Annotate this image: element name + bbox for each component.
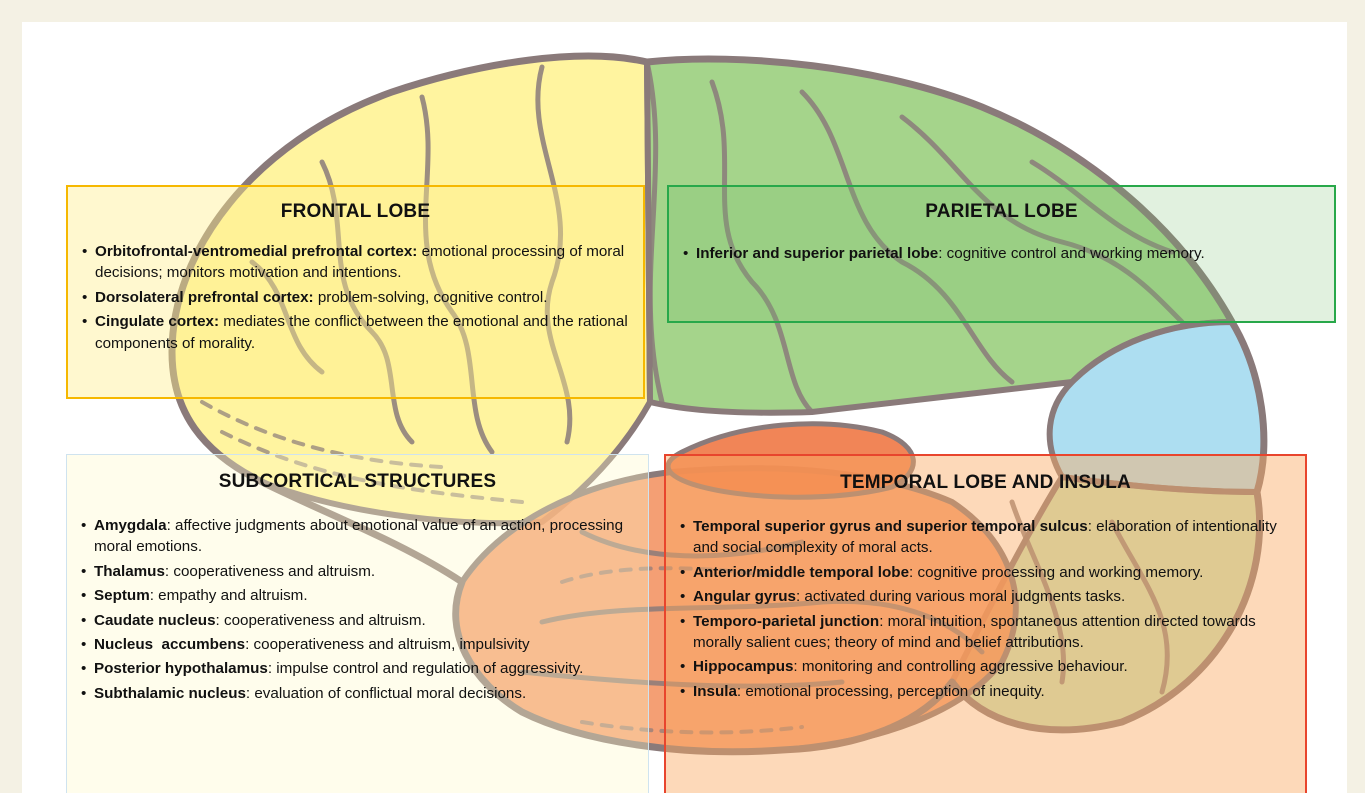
item-term: Caudate nucleus: [94, 611, 216, 629]
item-desc: : affective judgments about emotional va…: [94, 517, 624, 556]
diagram-canvas: FRONTAL LOBE Orbitofrontal-ventromedial …: [22, 22, 1347, 793]
list-item: Dorsolateral prefrontal cortex: problem-…: [80, 287, 631, 309]
subcortical-structures-box: SUBCORTICAL STRUCTURES Amygdala: affecti…: [66, 454, 649, 793]
item-desc: : cooperativeness and altruism, impulsiv…: [245, 636, 530, 654]
item-desc: : cooperativeness and altruism.: [215, 611, 426, 629]
list-item: Anterior/middle temporal lobe: cognitive…: [678, 562, 1293, 584]
item-desc: : elaboration of intentionality and soci…: [693, 518, 1277, 557]
list-item: Inferior and superior parietal lobe: cog…: [681, 243, 1322, 265]
item-desc: : empathy and altruism.: [149, 587, 308, 605]
list-item: Posterior hypothalamus: impulse control …: [79, 658, 636, 680]
item-term: Temporal superior gyrus and superior tem…: [693, 518, 1088, 535]
item-term: Inferior and superior parietal lobe: [696, 245, 939, 262]
item-term: Temporo-parietal junction: [693, 612, 880, 630]
item-desc: emotional processing of moral decisions;…: [95, 243, 625, 282]
insula-region: [665, 421, 916, 500]
item-term: Septum: [94, 587, 150, 605]
item-desc: : moral intuition, spontaneous attention…: [693, 612, 1256, 652]
item-term: Orbitofrontal-ventromedial prefrontal co…: [95, 243, 418, 260]
frontal-lobe-title: FRONTAL LOBE: [280, 201, 431, 222]
list-item: Angular gyrus: activated during various …: [678, 586, 1293, 608]
parietal-lobe-title: PARIETAL LOBE: [925, 201, 1078, 222]
list-item: Nucleus accumbens: cooperativeness and a…: [79, 634, 636, 656]
parietal-lobe-box: PARIETAL LOBE Inferior and superior pari…: [667, 185, 1336, 323]
list-item: Temporo-parietal junction: moral intuiti…: [678, 611, 1293, 654]
subcortical-structures-list: Amygdala: affective judgments about emot…: [79, 515, 636, 705]
item-desc: mediates the conflict between the emotio…: [95, 313, 628, 352]
parietal-lobe-list: Inferior and superior parietal lobe: cog…: [681, 243, 1322, 265]
temporal-lobe-insula-box: TEMPORAL LOBE AND INSULA Temporal superi…: [664, 454, 1307, 793]
subcortical-structures-title: SUBCORTICAL STRUCTURES: [218, 471, 497, 492]
list-item: Cingulate cortex: mediates the conflict …: [80, 311, 631, 354]
item-term: Hippocampus: [693, 658, 794, 676]
item-term: Subthalamic nucleus: [94, 684, 246, 702]
item-term: Cingulate cortex:: [95, 313, 220, 331]
item-desc: : impulse control and regulation of aggr…: [267, 660, 584, 678]
list-item: Septum: empathy and altruism.: [79, 585, 636, 607]
list-item: Orbitofrontal-ventromedial prefrontal co…: [80, 241, 631, 284]
item-desc: : monitoring and controlling aggressive …: [793, 658, 1128, 676]
list-item: Subthalamic nucleus: evaluation of confl…: [79, 683, 636, 705]
list-item: Hippocampus: monitoring and controlling …: [678, 656, 1293, 678]
item-term: Dorsolateral prefrontal cortex:: [95, 288, 314, 306]
item-term: Amygdala: [94, 517, 167, 534]
list-item: Temporal superior gyrus and superior tem…: [678, 516, 1293, 559]
item-desc: : activated during various moral judgmen…: [795, 588, 1126, 606]
item-term: Anterior/middle temporal lobe: [693, 563, 910, 581]
list-item: Amygdala: affective judgments about emot…: [79, 515, 636, 558]
list-item: Insula: emotional processing, perception…: [678, 681, 1293, 703]
item-term: Angular gyrus: [693, 588, 796, 606]
item-desc: problem-solving, cognitive control.: [313, 288, 548, 306]
item-desc: : emotional processing, perception of in…: [736, 682, 1045, 700]
temporal-lobe-insula-list: Temporal superior gyrus and superior tem…: [678, 516, 1293, 703]
item-desc: : cognitive processing and working memor…: [909, 563, 1204, 581]
item-term: Posterior hypothalamus: [94, 660, 268, 678]
list-item: Caudate nucleus: cooperativeness and alt…: [79, 610, 636, 632]
item-desc: : evaluation of conflictual moral decisi…: [245, 684, 527, 702]
frontal-lobe-list: Orbitofrontal-ventromedial prefrontal co…: [80, 241, 631, 354]
frontal-lobe-box: FRONTAL LOBE Orbitofrontal-ventromedial …: [66, 185, 645, 399]
temporal-lobe-insula-title: TEMPORAL LOBE AND INSULA: [840, 472, 1131, 493]
item-term: Insula: [693, 682, 737, 700]
item-desc: : cooperativeness and altruism.: [164, 562, 376, 580]
list-item: Thalamus: cooperativeness and altruism.: [79, 561, 636, 583]
item-term: Nucleus accumbens: [94, 636, 246, 654]
item-term: Thalamus: [94, 562, 165, 580]
item-desc: : cognitive control and working memory.: [938, 245, 1205, 262]
